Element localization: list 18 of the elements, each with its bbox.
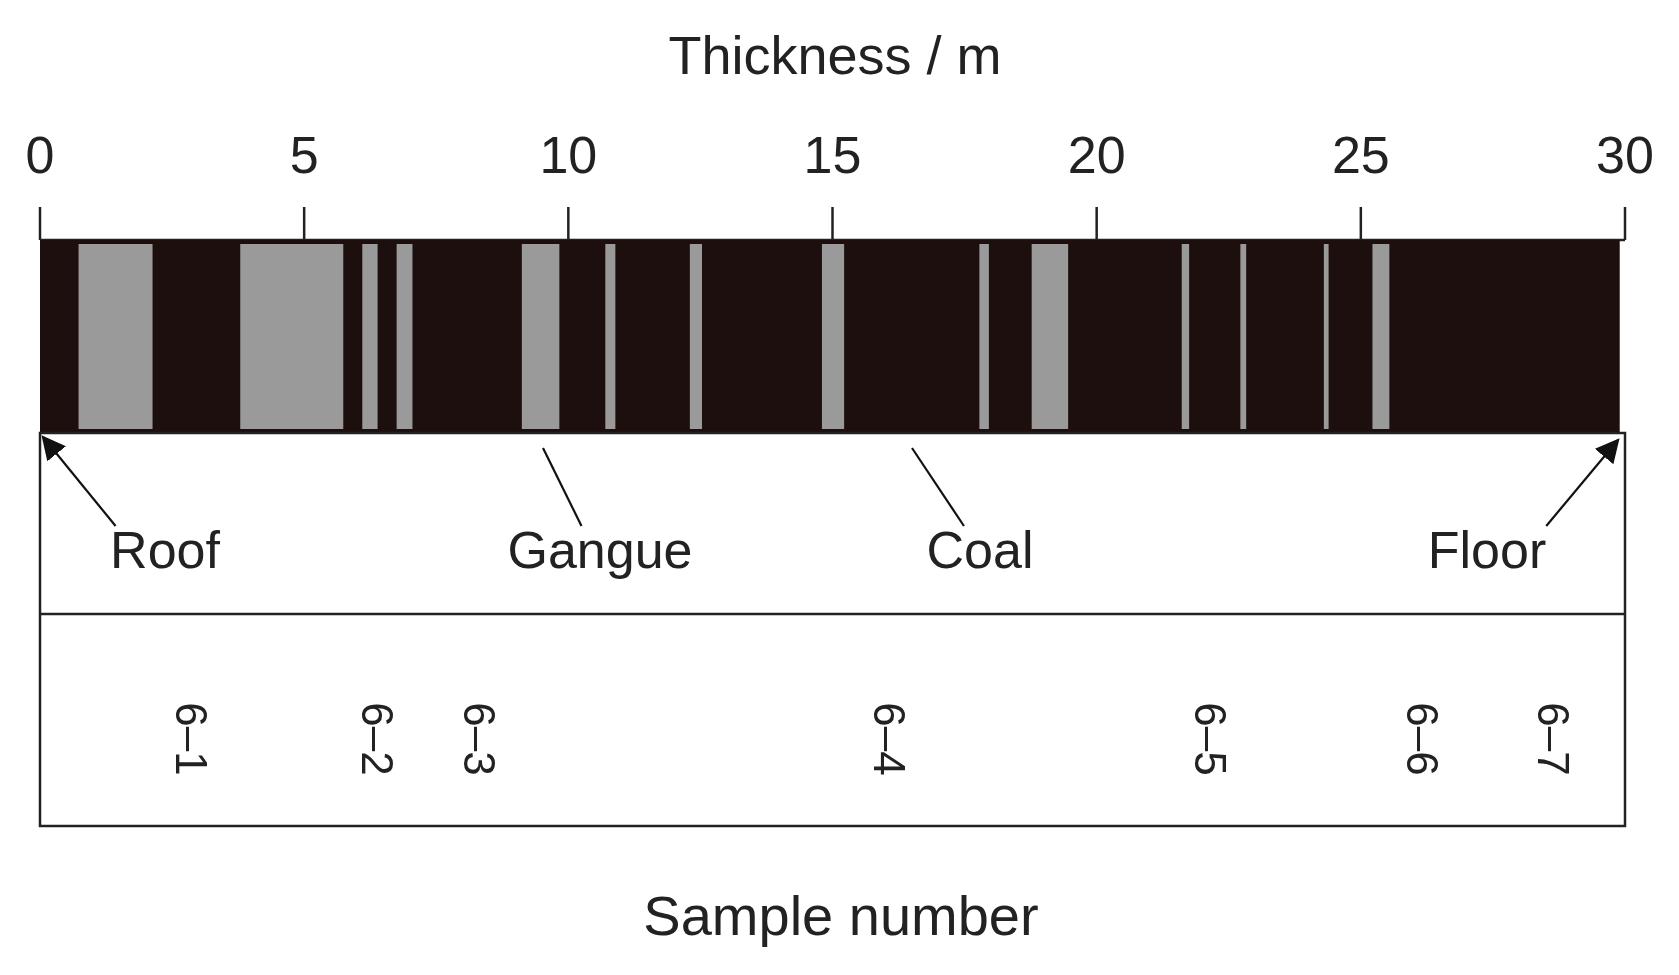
sample-label: 6–2 [355, 702, 399, 776]
axis-title: Thickness / m [668, 28, 1002, 82]
sample-label: 6–1 [169, 702, 213, 776]
sample-label: 6–4 [867, 702, 911, 776]
layer-label: Coal [926, 524, 1034, 576]
tick-label: 20 [1067, 129, 1126, 181]
tick-label: 30 [1596, 129, 1654, 181]
sample-label: 6–7 [1531, 702, 1575, 776]
sample-label: 6–6 [1400, 702, 1444, 776]
tick-label: 15 [803, 129, 862, 181]
layer-label: Roof [110, 524, 220, 576]
sample-label: 6–5 [1188, 702, 1232, 776]
tick-label: 5 [289, 129, 319, 181]
tick-label: 0 [25, 129, 55, 181]
layer-label: Floor [1427, 524, 1547, 576]
sample-label: 6–3 [457, 702, 501, 776]
tick-label: 25 [1331, 129, 1390, 181]
tick-label: 10 [539, 129, 598, 181]
